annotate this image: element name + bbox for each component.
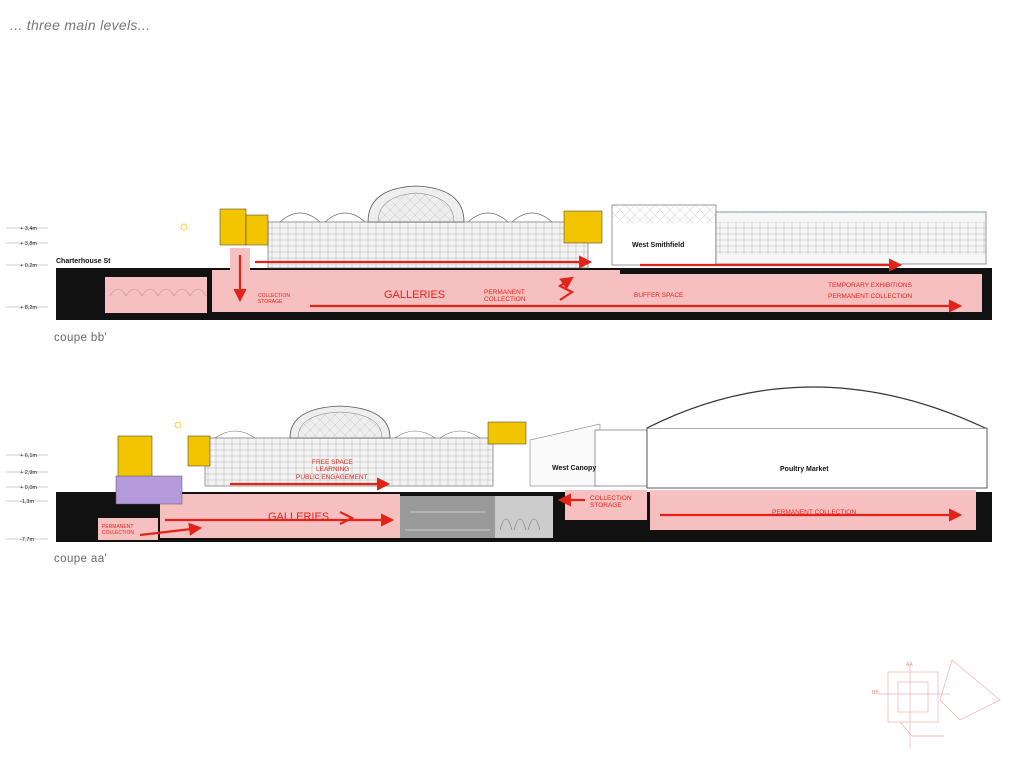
level-label: -7,7m — [20, 537, 34, 543]
yellow-block-bb-left — [219, 208, 247, 246]
caption-bb: coupe bb' — [54, 332, 108, 344]
west-canopy-label: West Canopy — [552, 465, 596, 472]
sun-icon — [180, 223, 188, 231]
permanent-collection-right-label: PERMANENT COLLECTION — [772, 509, 856, 516]
permanent-collection-label-2: PERMANENT COLLECTION — [828, 293, 912, 300]
temporary-exhibitions-label: TEMPORARY EXHIBITIONS — [828, 282, 913, 289]
collection-storage-label: STORAGE — [258, 299, 283, 305]
level-label: + 3,4m — [20, 226, 37, 232]
keyplan-label-aa: AA — [906, 662, 913, 668]
level-label: + 6,1m — [20, 453, 37, 459]
market-building-bb — [267, 185, 589, 269]
key-plan: AA BB — [872, 659, 1001, 748]
permanent-collection-left-label: PERMANENT — [102, 524, 133, 530]
section-aa: + 6,1m + 2,9m + 0,0m -1,3m -7,7m — [6, 386, 992, 543]
poultry-market-label: Poultry Market — [780, 466, 829, 473]
west-canopy-building — [529, 423, 648, 487]
page-title: ... three main levels... — [10, 17, 151, 33]
section-bb: + 3,4m + 3,8m + 0,2m + 8,2m — [6, 185, 992, 320]
street-label-aa: Farringdon — [56, 493, 93, 500]
collection-storage-aa-label: COLLECTION — [590, 495, 632, 502]
collection-storage-label: COLLECTION — [258, 293, 290, 299]
level-label: -1,3m — [20, 499, 34, 505]
circulation-arrows-aa — [139, 477, 963, 537]
street-label-bb: Charterhouse St — [56, 258, 111, 265]
keyplan-label-bb: BB — [872, 690, 879, 696]
free-space-label: PUBLIC ENGAGEMENT — [296, 474, 368, 481]
collection-storage-aa-label: STORAGE — [590, 502, 622, 509]
west-smithfield-building — [611, 204, 717, 266]
market-building-aa — [204, 405, 494, 487]
galleries-label-aa: GALLERIES — [268, 511, 329, 523]
permanent-collection-label: COLLECTION — [484, 296, 526, 303]
level-label: + 0,0m — [20, 485, 37, 491]
galleries-label-bb: GALLERIES — [384, 289, 445, 301]
rail-tunnel — [400, 496, 495, 538]
storage-area-aa — [565, 490, 647, 520]
sun-icon — [174, 421, 182, 429]
permanent-area-aa — [650, 490, 976, 530]
permanent-collection-left-label: COLLECTION — [102, 530, 134, 536]
permanent-collection-label: PERMANENT — [484, 289, 525, 296]
vaulted-passage — [495, 496, 553, 538]
long-market-hall-bb — [715, 211, 987, 265]
level-label: + 3,8m — [20, 241, 37, 247]
vault-gallery-bb — [105, 277, 207, 313]
yellow-block-bb-right — [563, 210, 603, 244]
level-markers-bb: + 3,4m + 3,8m + 0,2m + 8,2m — [6, 226, 48, 311]
yellow-block-aa-left — [117, 435, 153, 481]
purple-block-aa — [115, 475, 183, 505]
free-space-label: LEARNING — [316, 466, 349, 473]
poultry-market-building — [646, 386, 988, 489]
level-label: + 8,2m — [20, 305, 37, 311]
level-label: + 0,2m — [20, 263, 37, 269]
caption-aa: coupe aa' — [54, 553, 108, 565]
buffer-space-label: BUFFER SPACE — [634, 292, 684, 299]
yellow-block-aa-right — [487, 421, 527, 445]
circulation-arrows-bb — [233, 255, 963, 313]
west-smithfield-label: West Smithfield — [632, 242, 684, 249]
level-label: + 2,9m — [20, 470, 37, 476]
level-markers-aa: + 6,1m + 2,9m + 0,0m -1,3m -7,7m — [6, 453, 48, 543]
free-space-label: FREE SPACE — [312, 459, 353, 466]
